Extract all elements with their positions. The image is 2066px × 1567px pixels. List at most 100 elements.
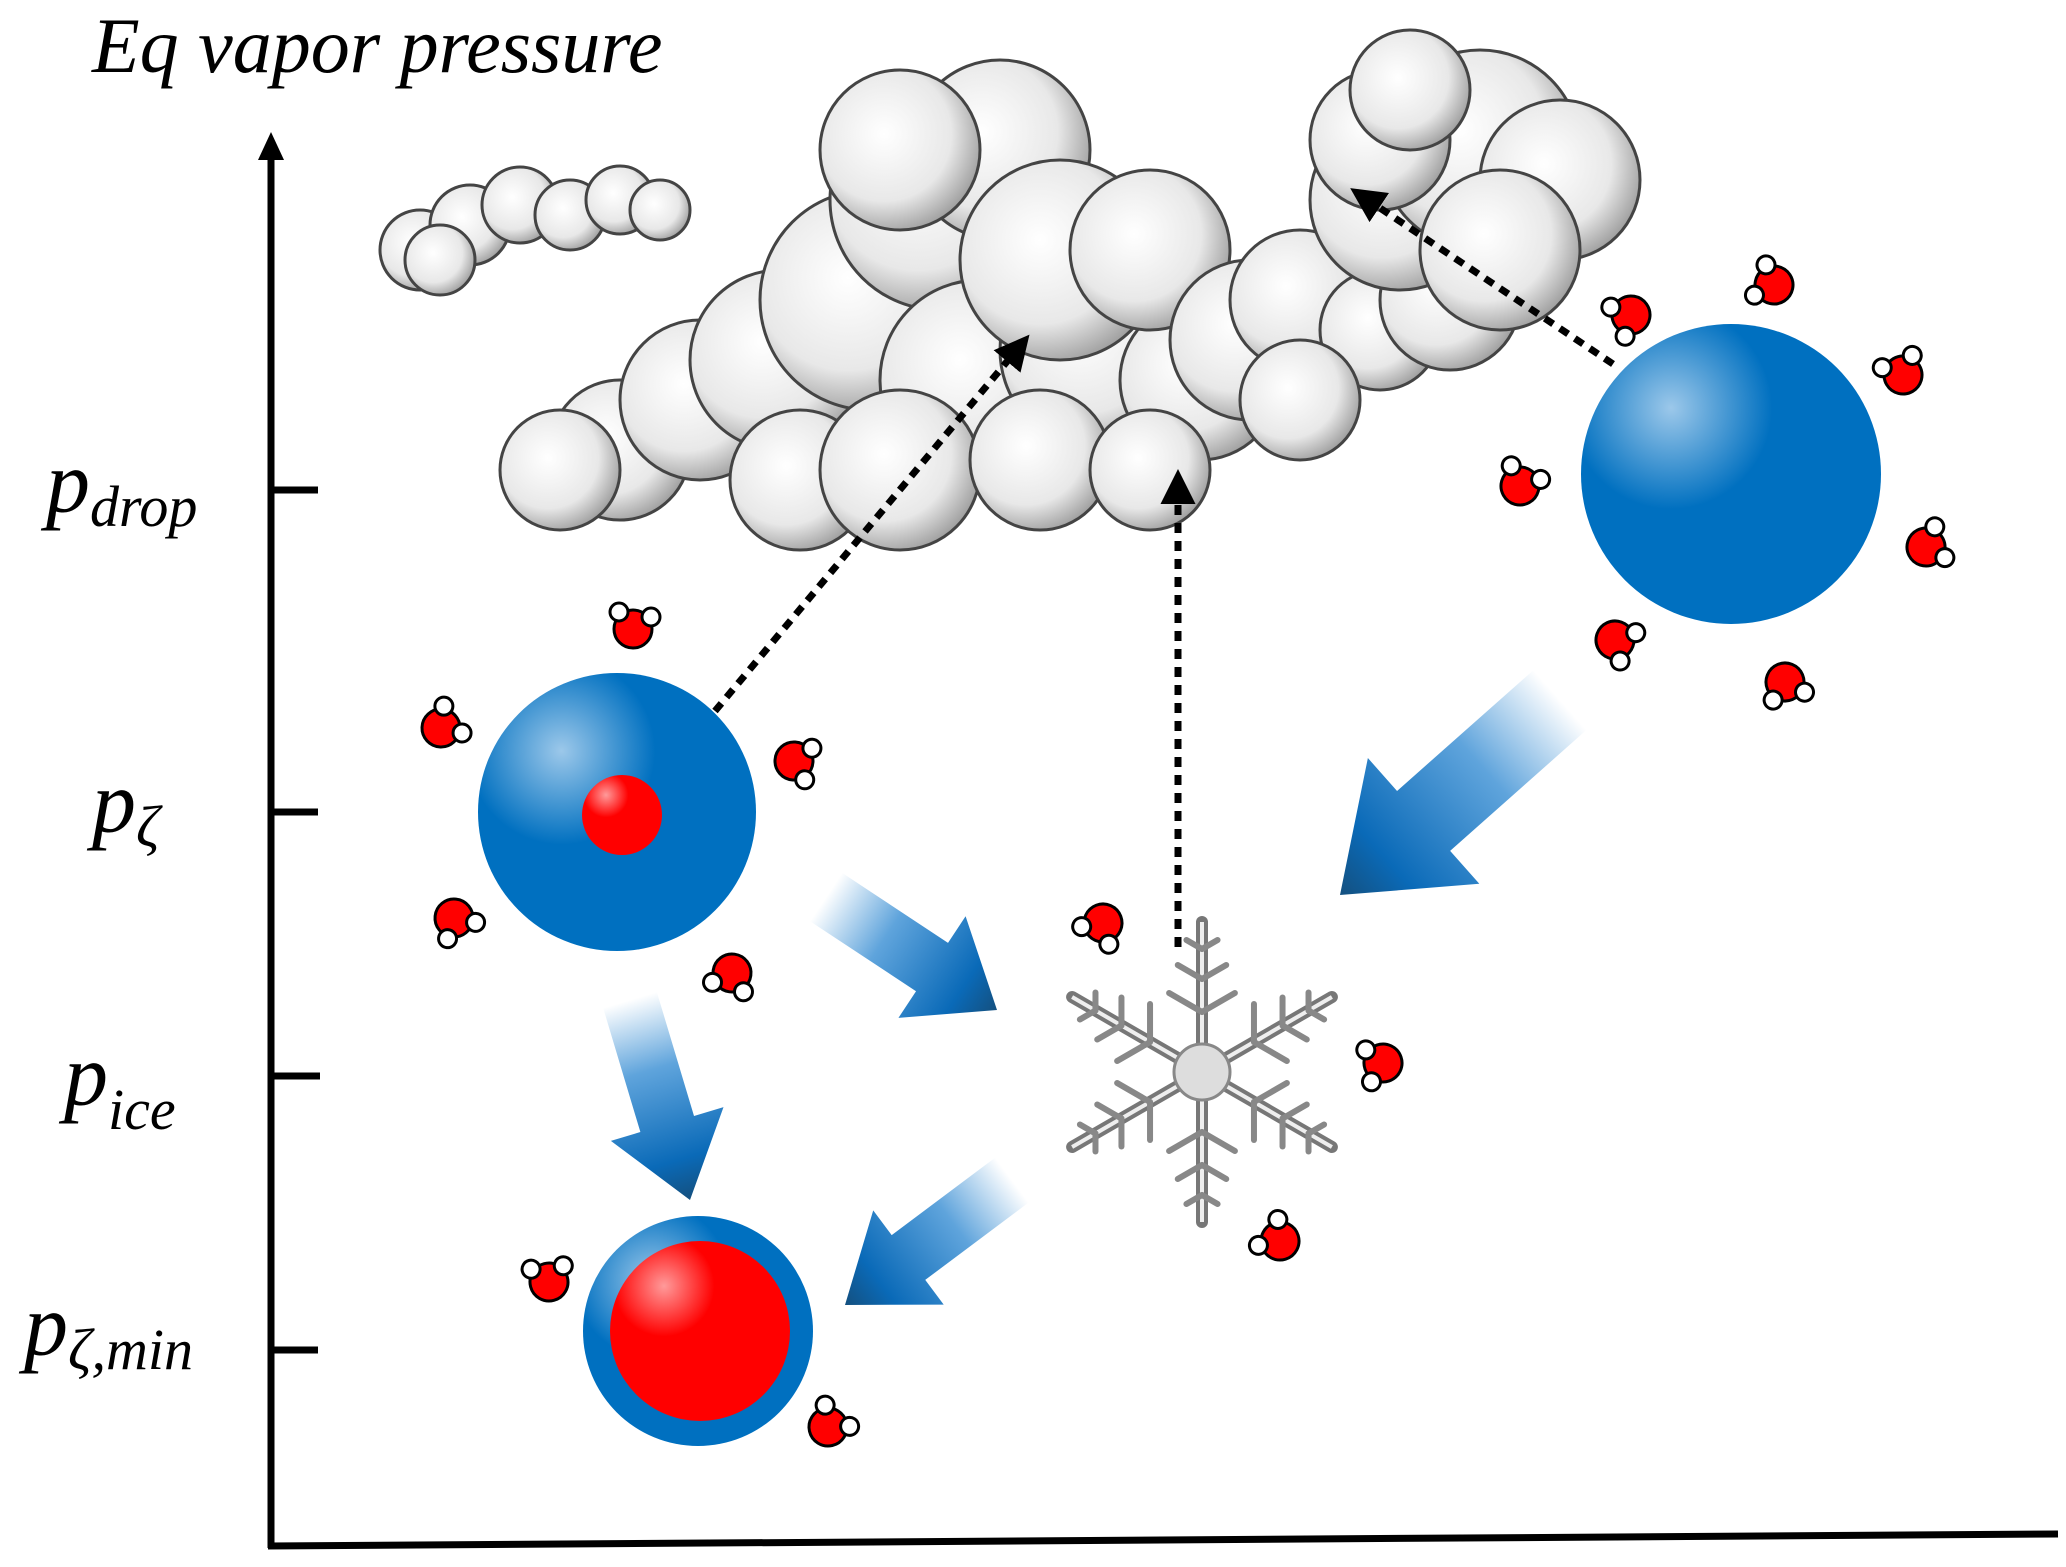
label-symbol: p — [58, 1028, 108, 1125]
label-symbol: p — [18, 1278, 68, 1375]
water-molecule — [1871, 344, 1924, 396]
oxygen-atom — [420, 707, 462, 749]
snowflake-sidebranch — [1199, 1162, 1230, 1182]
axes — [258, 132, 2059, 1550]
snowflake-sidebranch — [1094, 1022, 1125, 1043]
label-subscript: ζ,min — [68, 1317, 193, 1382]
y-axis-arrowhead — [258, 132, 284, 160]
snowflake-sidebranch — [1279, 1101, 1310, 1122]
snowflake-sidebranch — [1250, 1039, 1290, 1064]
water-molecule — [520, 1255, 574, 1303]
water-molecule — [433, 897, 487, 950]
hydrogen-atom — [433, 695, 455, 717]
transition-arrows — [603, 670, 1587, 1305]
droplet-with-nucleus — [478, 673, 756, 951]
hydrogen-atom — [702, 971, 724, 993]
snowflake-sidebranch — [1250, 1080, 1290, 1105]
snowflake-sidebranch — [1199, 937, 1221, 952]
axis-title: Eq vapor pressure — [91, 2, 663, 89]
snowflake-sidebranch — [1199, 990, 1238, 1015]
hydrogen-atom — [1871, 357, 1893, 379]
oxygen-atom — [1082, 902, 1124, 944]
arrow-drop-to-haze — [603, 991, 724, 1200]
snowflake-sidebranch — [1094, 1101, 1125, 1122]
hydrogen-atom — [1098, 933, 1120, 955]
snowflake-sidebranch — [1166, 1129, 1205, 1154]
arrow-large-drop-to-ice — [1340, 670, 1587, 895]
water-molecule — [1355, 1039, 1404, 1093]
label-symbol: p — [86, 755, 136, 852]
water-molecule — [807, 1394, 861, 1448]
label-p-zeta: pζ — [86, 755, 163, 859]
cloud-puff — [1418, 168, 1582, 332]
label-p-drop: pdrop — [40, 435, 197, 539]
haze-droplet-min — [583, 1216, 813, 1446]
hydrogen-atom — [1071, 916, 1093, 938]
hydrogen-atom — [1794, 681, 1816, 703]
water-molecule — [1594, 619, 1647, 672]
hydrogen-atom — [1360, 1071, 1382, 1093]
cloud-puff — [498, 408, 622, 532]
hydrogen-atom — [465, 911, 487, 933]
hydrogen-atom — [1267, 1208, 1289, 1230]
evaporation-arrows — [712, 188, 1615, 947]
label-p-ice: pice — [58, 1028, 176, 1142]
nucleus-core-large — [610, 1241, 790, 1421]
cloud-illustration — [378, 28, 1642, 552]
water-molecule — [420, 695, 473, 749]
cloud-puff — [1348, 28, 1472, 152]
cloud-puff — [968, 388, 1112, 532]
snowflake-sidebranch — [1114, 1039, 1154, 1064]
hydrogen-atom — [1355, 1039, 1377, 1061]
hydrogen-atom — [1614, 325, 1636, 347]
large-droplet — [1581, 324, 1881, 624]
cloud-puff — [1088, 408, 1212, 532]
hydrogen-atom — [814, 1394, 836, 1416]
ice-crystal-snowflake — [1066, 916, 1338, 1228]
label-p-zeta-min: pζ,min — [18, 1278, 193, 1382]
snowflake-sidebranch — [1183, 1192, 1205, 1207]
cloud-puff — [1238, 338, 1362, 462]
arrow-ice-to-haze — [845, 1157, 1029, 1305]
hydrogen-atom — [1500, 455, 1522, 477]
label-symbol: p — [40, 435, 90, 532]
water-molecule — [1600, 294, 1652, 347]
hydrogen-atom — [1600, 296, 1622, 318]
oxygen-atom — [1259, 1220, 1301, 1262]
cloud-puff — [403, 223, 477, 297]
cloud-puff — [818, 388, 982, 552]
oxygen-atom — [1610, 294, 1652, 336]
label-subscript: ice — [108, 1077, 176, 1142]
snowflake-sidebranch — [1166, 990, 1205, 1015]
hydrogen-atom — [732, 981, 754, 1003]
snowflake-sidebranch — [1199, 1129, 1238, 1154]
cloud-puff — [818, 68, 982, 232]
nucleus-core — [582, 775, 662, 855]
oxygen-atom — [1499, 465, 1541, 507]
water-molecule — [1762, 661, 1816, 711]
hydrogen-atom — [1625, 622, 1647, 644]
hydrogen-atom — [552, 1255, 574, 1277]
label-subscript: drop — [90, 474, 197, 539]
oxygen-atom — [433, 897, 475, 939]
hydrogen-atom — [520, 1258, 542, 1280]
water-molecules — [420, 254, 1956, 1448]
water-molecule — [1905, 516, 1956, 569]
water-molecule — [1071, 902, 1124, 955]
snowflake-center — [1172, 1042, 1232, 1102]
hydrogen-atom — [1743, 284, 1765, 306]
water-molecule — [773, 737, 823, 791]
oxygen-atom — [807, 1406, 849, 1448]
water-molecule — [1499, 455, 1552, 507]
hydrogen-atom — [794, 769, 816, 791]
dotted-arrow-drop-to-cloud — [712, 334, 1030, 714]
water-molecule — [1743, 254, 1795, 306]
snowflake-sidebranch — [1199, 962, 1230, 982]
hydrogen-atom — [1762, 689, 1784, 711]
hydrogen-atom — [1924, 516, 1946, 538]
hydrogen-atom — [1247, 1234, 1269, 1256]
hydrogen-atom — [451, 722, 473, 744]
dotted-arrow-large-drop-to-cloud — [1350, 188, 1615, 367]
water-molecule — [608, 601, 662, 650]
